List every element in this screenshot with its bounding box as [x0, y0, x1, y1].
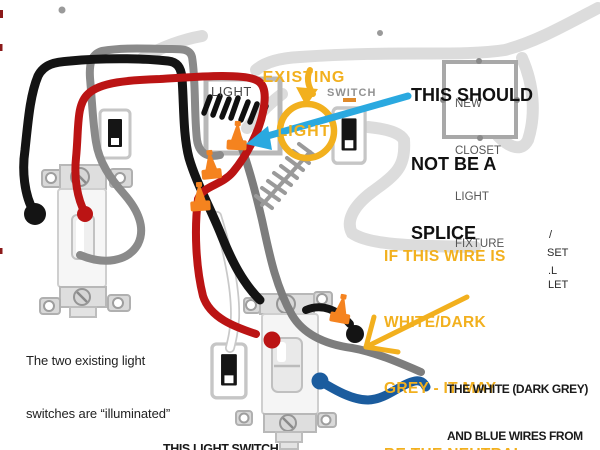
- toggle-switch-icon: [98, 108, 132, 160]
- orange-smudge: [343, 98, 356, 102]
- dark-grey-neutral-wire: [234, 134, 425, 376]
- artifact-dots: [0, 6, 383, 254]
- yellow-arrow-neutral: [363, 294, 470, 355]
- blue-wire: [311, 372, 431, 405]
- touched-switch-label: THIS LIGHT SWITCH IS THE ONLY ONE I TOUC…: [163, 442, 279, 450]
- shadow-cables: [137, 2, 600, 253]
- existing-light-label: EXISTING LIGHT: [262, 69, 346, 140]
- illuminated-switches-note: The two existing light switches are “ill…: [26, 353, 171, 421]
- basement-wires-label: THE WHITE (DARK GREY) AND BLUE WIRES FRO…: [447, 382, 588, 443]
- edge-fragment: SET: [547, 247, 569, 259]
- edge-fragment: /: [549, 229, 553, 241]
- new-closet-fixture-box: [440, 58, 520, 141]
- cyan-arrow-splice: [246, 92, 412, 150]
- yellow-arrow-existing-light: [296, 67, 318, 106]
- bottom-light-switch: [235, 291, 337, 450]
- red-wire: [71, 72, 281, 349]
- light-fixture-box-label: LIGHT: [211, 84, 252, 99]
- neutral-annotation: IF THIS WIRE IS WHITE/DARK GREY - IT MAY…: [384, 248, 523, 450]
- left-light-switch: [39, 164, 133, 318]
- switch-faded-label: SWITCH: [327, 87, 377, 99]
- new-closet-box-label: NEW CLOSET LIGHT FIXTURE: [455, 98, 505, 250]
- edge-fragment: LET: [548, 279, 569, 291]
- edge-fragment: .L: [548, 265, 558, 277]
- splice-annotation: THIS SHOULD NOT BE A SPLICE: [411, 85, 534, 243]
